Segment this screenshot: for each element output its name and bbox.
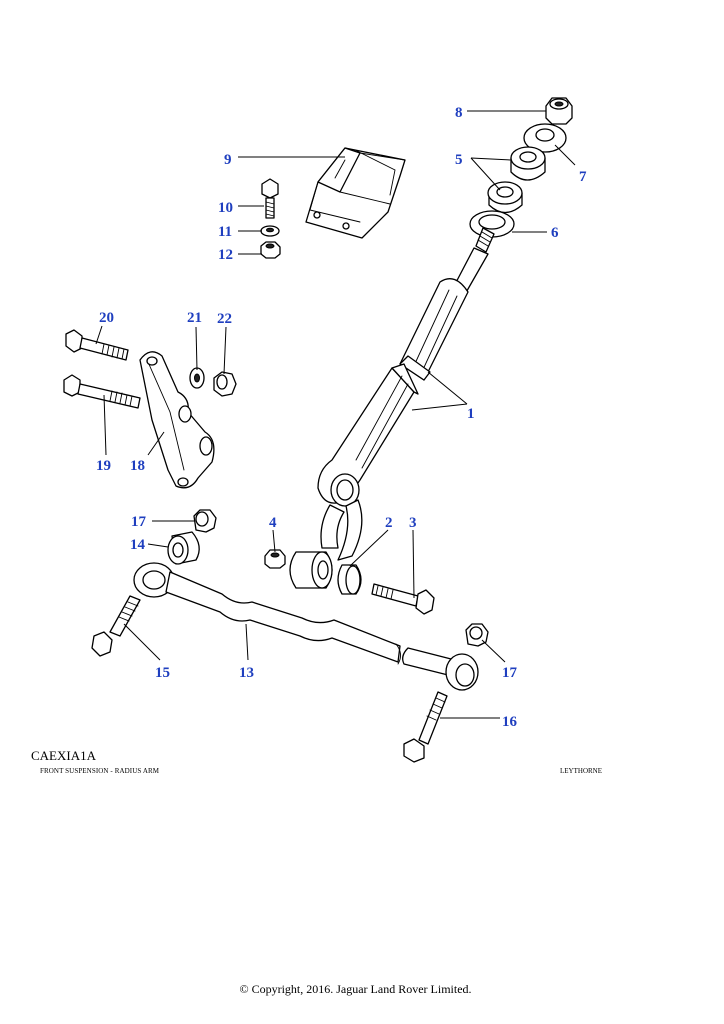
- callout-20: 20: [99, 310, 114, 326]
- callout-5: 5: [455, 152, 463, 168]
- part-6-cup-washer: [469, 210, 515, 238]
- part-17-nut-left: [193, 509, 217, 533]
- plant-name: LEYTHORNE: [560, 767, 602, 775]
- callout-17-right: 17: [502, 665, 518, 681]
- part-10-bolt: [261, 178, 279, 219]
- callout-21: 21: [187, 310, 202, 326]
- part-20-bolt: [65, 329, 129, 361]
- part-15-bolt: [91, 595, 141, 657]
- part-21-washer: [189, 367, 205, 389]
- part-19-bolt: [63, 374, 141, 409]
- callout-3: 3: [409, 515, 417, 531]
- callout-17-left: 17: [131, 514, 147, 530]
- callout-9: 9: [224, 152, 232, 168]
- callout-14: 14: [130, 537, 146, 553]
- leader-lines: [95, 110, 576, 719]
- callout-numbers: 1 2 3 4 5 6 7 8 9 10 11 12 13 14 15 16 1…: [96, 105, 587, 730]
- callout-18: 18: [130, 458, 145, 474]
- part-11-washer: [260, 225, 280, 237]
- callout-1: 1: [467, 406, 475, 422]
- part-4-nut: [264, 549, 286, 569]
- reference-code: CAEXIA1A: [31, 748, 96, 763]
- part-3-bolt: [371, 583, 435, 615]
- callout-8: 8: [455, 105, 463, 121]
- callout-4: 4: [269, 515, 277, 531]
- part-9-bracket: [305, 147, 406, 239]
- part-2-bush-right: [337, 564, 362, 595]
- callout-11: 11: [218, 224, 232, 240]
- diagram-title: FRONT SUSPENSION - RADIUS ARM: [40, 767, 160, 775]
- callout-12: 12: [218, 247, 233, 263]
- copyright-notice: © Copyright, 2016. Jaguar Land Rover Lim…: [239, 982, 472, 996]
- callout-2: 2: [385, 515, 393, 531]
- callout-13: 13: [239, 665, 254, 681]
- callout-7: 7: [579, 169, 587, 185]
- callout-16: 16: [502, 714, 518, 730]
- part-18-bracket: [139, 351, 215, 489]
- part-5-bush-upper: [510, 146, 546, 181]
- part-22-nut: [213, 371, 237, 397]
- part-1-radius-arm: [317, 227, 495, 561]
- part-8-nut: [545, 97, 573, 125]
- callout-6: 6: [551, 225, 559, 241]
- callout-10: 10: [218, 200, 233, 216]
- callout-19: 19: [96, 458, 111, 474]
- callout-22: 22: [217, 311, 232, 327]
- part-12-nut: [260, 241, 281, 259]
- part-16-bolt: [403, 691, 448, 763]
- part-13-tie-bar: [133, 562, 479, 691]
- part-2-bush-left: [289, 551, 333, 589]
- callout-15: 15: [155, 665, 170, 681]
- part-5-bush-lower: [487, 181, 523, 214]
- part-14-bush: [167, 531, 200, 565]
